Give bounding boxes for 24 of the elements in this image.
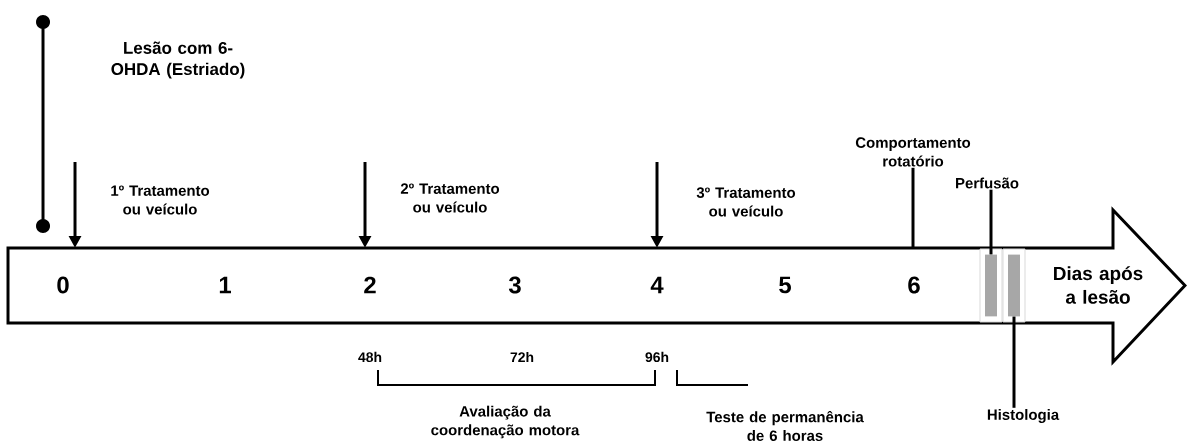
event-label: Comportamento rotatório (855, 137, 971, 167)
event-label: Histologia (987, 409, 1060, 423)
leader-line (989, 189, 993, 255)
day-number: 3 (508, 276, 521, 294)
treatment-label: 2º Tratamento ou veículo (400, 183, 500, 213)
day-number: 0 (57, 276, 69, 294)
day-number: 2 (364, 276, 376, 294)
leader-line (911, 167, 915, 248)
day-number: 5 (779, 276, 791, 294)
note-label: Teste de permanência de 6 horas (706, 411, 864, 441)
leader-line (1012, 316, 1016, 408)
hour-label: 48h (358, 351, 382, 363)
event-label: Perfusão (956, 177, 1019, 189)
day-number: 4 (650, 276, 664, 294)
hour-label: 72h (510, 351, 534, 363)
hour-label: 96h (645, 351, 669, 363)
note-label: Avaliação da coordenação motora (431, 405, 580, 439)
treatment-label: 3º Tratamento ou veículo (696, 187, 796, 217)
day-number: 1 (219, 276, 231, 294)
bar (1002, 248, 1026, 323)
event-label: Lesão com 6-OHDA (Estriado) (111, 41, 245, 79)
treatment-label: 1º Tratamento ou veículo (111, 185, 210, 215)
bar (979, 248, 1003, 323)
day-number: 6 (908, 276, 920, 294)
